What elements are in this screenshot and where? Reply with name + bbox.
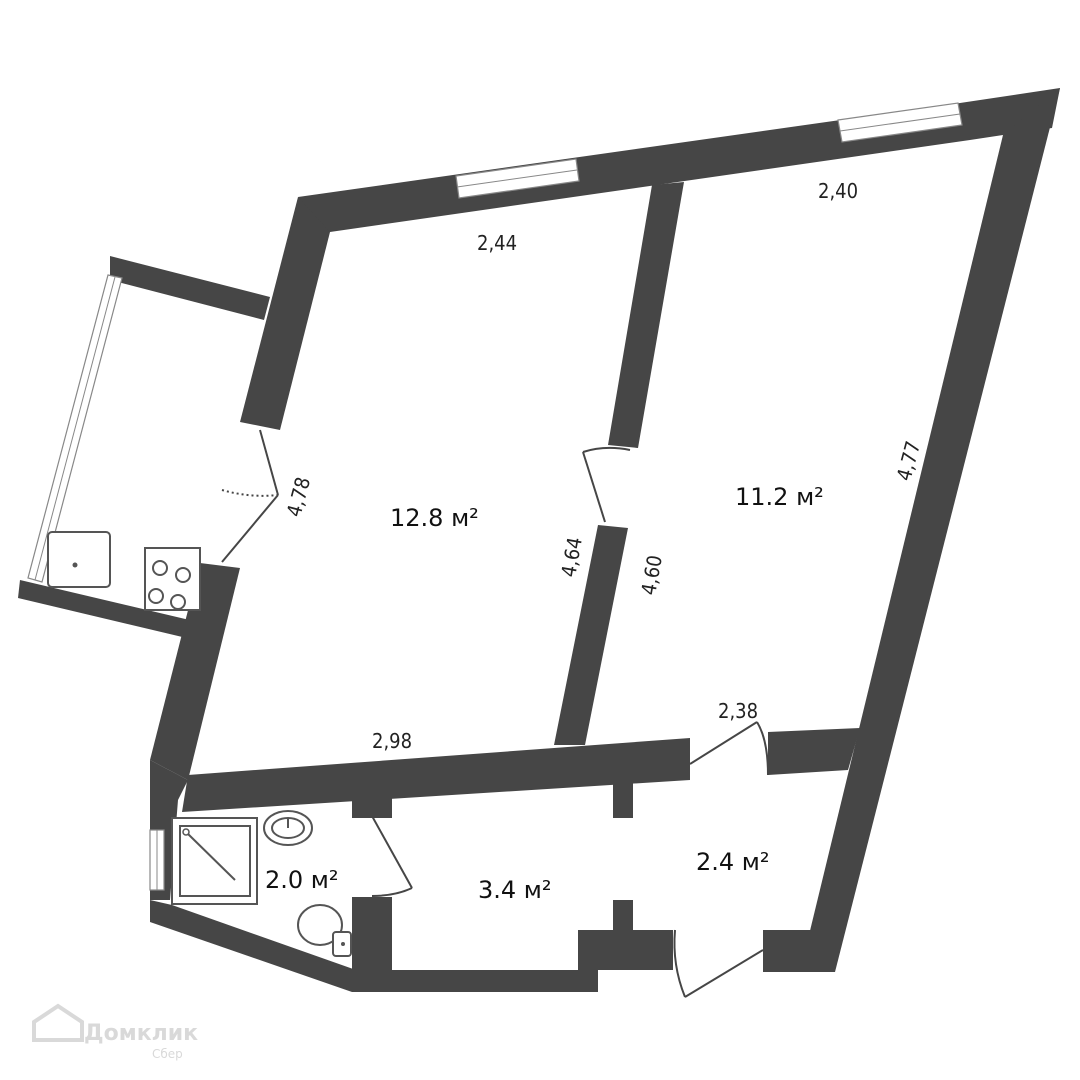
area-hall: 3.4 м² [478, 876, 552, 904]
dim-left-inner: 4,64 [556, 535, 587, 579]
watermark-sub: Сбер [152, 1047, 183, 1061]
dim-left-top: 2,44 [477, 231, 517, 255]
dim-right-bottom: 2,38 [718, 699, 758, 723]
area-bathroom: 2.0 м² [265, 866, 339, 894]
dim-right-inner: 4,60 [636, 553, 667, 597]
wall-notch-a [578, 930, 673, 970]
dim-left-side: 4,78 [282, 474, 316, 519]
wall-bath-partition-bottom [352, 897, 392, 970]
wall-partition-upper [608, 182, 684, 448]
wall-notch-b [763, 930, 835, 972]
stove [144, 547, 201, 611]
wall-bath-partition-top [352, 790, 392, 818]
wall-balcony-top [110, 256, 270, 320]
washbasin [263, 810, 313, 846]
window-right [837, 102, 963, 143]
wall-horizontal-right [768, 728, 860, 775]
window-bathroom [149, 829, 165, 891]
watermark-brand: Домклик [84, 1021, 198, 1046]
door-bathroom [371, 815, 413, 897]
door-right-room [689, 721, 769, 776]
dim-left-bottom: 2,98 [372, 729, 412, 753]
wall-hall-partition-bottom [613, 900, 633, 930]
window-left [455, 158, 580, 199]
house-icon [32, 1003, 84, 1042]
watermark-logo: Домклик Сбер [32, 1003, 198, 1061]
door-between-rooms [582, 446, 631, 523]
wall-horizontal-mid [182, 738, 690, 812]
door-balcony [221, 429, 279, 563]
wall-right [800, 88, 1060, 972]
window-balcony [27, 274, 123, 583]
area-room-right: 11.2 м² [735, 483, 824, 511]
wall-hall-partition-top [613, 783, 633, 818]
shower [171, 817, 258, 905]
dim-right-top: 2,40 [818, 179, 858, 203]
wall-left-upper [240, 197, 330, 430]
door-entry [673, 929, 764, 998]
sink-kitchen [47, 531, 111, 588]
area-entry: 2.4 м² [696, 848, 770, 876]
area-room-left: 12.8 м² [390, 504, 479, 532]
wall-bottom [352, 970, 598, 992]
wall-left-lower [150, 563, 240, 780]
toilet [297, 904, 352, 957]
wall-balcony-bottom [18, 580, 198, 640]
wall-bath-bottom [150, 900, 356, 992]
wall-partition-lower [554, 525, 628, 745]
